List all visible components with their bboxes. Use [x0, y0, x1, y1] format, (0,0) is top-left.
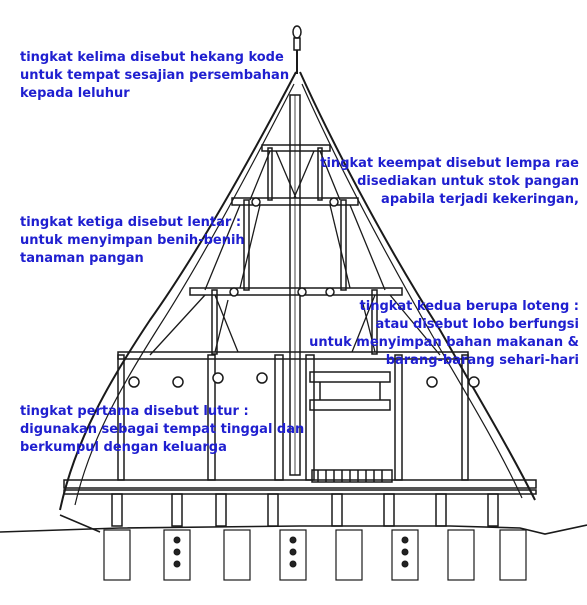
level-four-line-2: disediakan untuk stok pangan	[357, 174, 579, 189]
level-three-line-1: tingkat ketiga disebut lentar :	[20, 215, 242, 230]
roof-finial	[292, 25, 302, 74]
ground-line	[0, 514, 587, 535]
interior-platform	[309, 371, 391, 411]
level-five-line-1: tingkat kelima disebut hekang kode	[20, 50, 284, 65]
lower-posts	[117, 354, 469, 481]
level-three-label: tingkat ketiga disebut lentar : untuk me…	[20, 214, 245, 268]
level-four-line-1: tingkat keempat disebut lempa rae	[320, 156, 579, 171]
upper-posts	[211, 147, 378, 355]
level-two-line-2: atau disebut lobo berfungsi	[375, 317, 579, 332]
level-one-line-1: tingkat pertama disebut lutur :	[20, 404, 249, 419]
beam-end-knobs	[128, 197, 480, 388]
level-one-line-3: berkumpul dengan keluarga	[20, 440, 227, 455]
roof-rafters	[149, 150, 441, 356]
hearth	[311, 469, 393, 483]
level-two-line-4: barang-barang sehari-hari	[385, 353, 579, 368]
level-five-label: tingkat kelima disebut hekang kode untuk…	[20, 49, 289, 103]
level-five-line-3: kepada leluhur	[20, 86, 130, 101]
level-four-label: tingkat keempat disebut lempa rae disedi…	[320, 155, 579, 209]
level-one-label: tingkat pertama disebut lutur : digunaka…	[20, 403, 304, 457]
level-three-line-2: untuk menyimpan benih-benih	[20, 233, 245, 248]
level-two-line-3: untuk menyimpan bahan makanan &	[309, 335, 579, 350]
foundation-piers	[103, 529, 527, 581]
level-two-line-1: tingkat kedua berupa loteng :	[359, 299, 579, 314]
roof-outline	[59, 71, 536, 511]
foundation-stilts	[111, 493, 499, 527]
central-post	[289, 94, 301, 476]
level-five-line-2: untuk tempat sesajian persembahan	[20, 68, 290, 83]
level-three-line-3: tanaman pangan	[20, 251, 144, 266]
level-two-label: tingkat kedua berupa loteng : atau diseb…	[309, 298, 579, 370]
level-four-line-3: apabila terjadi kekeringan,	[381, 192, 579, 207]
pier-stones	[173, 536, 409, 568]
level-one-line-2: digunakan sebagai tempat tinggal dan	[20, 422, 305, 437]
